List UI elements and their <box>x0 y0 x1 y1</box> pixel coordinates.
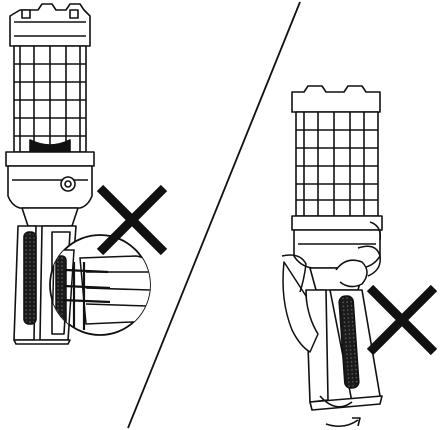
cross-mark-icon <box>96 184 168 256</box>
left-light-collar <box>5 151 95 167</box>
right-grip-pad <box>338 295 360 389</box>
right-hand-icon <box>281 221 382 353</box>
right-light-collar <box>291 215 383 231</box>
left-light-cage <box>13 45 87 153</box>
left-power-button-icon <box>60 176 76 192</box>
left-grip-pad <box>23 231 37 325</box>
rotation-arrow-icon <box>325 417 361 428</box>
right-work-light <box>291 85 383 411</box>
cross-mark-icon <box>366 284 438 356</box>
right-light-cage <box>295 111 379 217</box>
left-magnifier <box>49 234 151 336</box>
left-cord <box>61 262 111 330</box>
panel-divider <box>127 1 301 429</box>
right-light-top-cap <box>291 85 381 113</box>
